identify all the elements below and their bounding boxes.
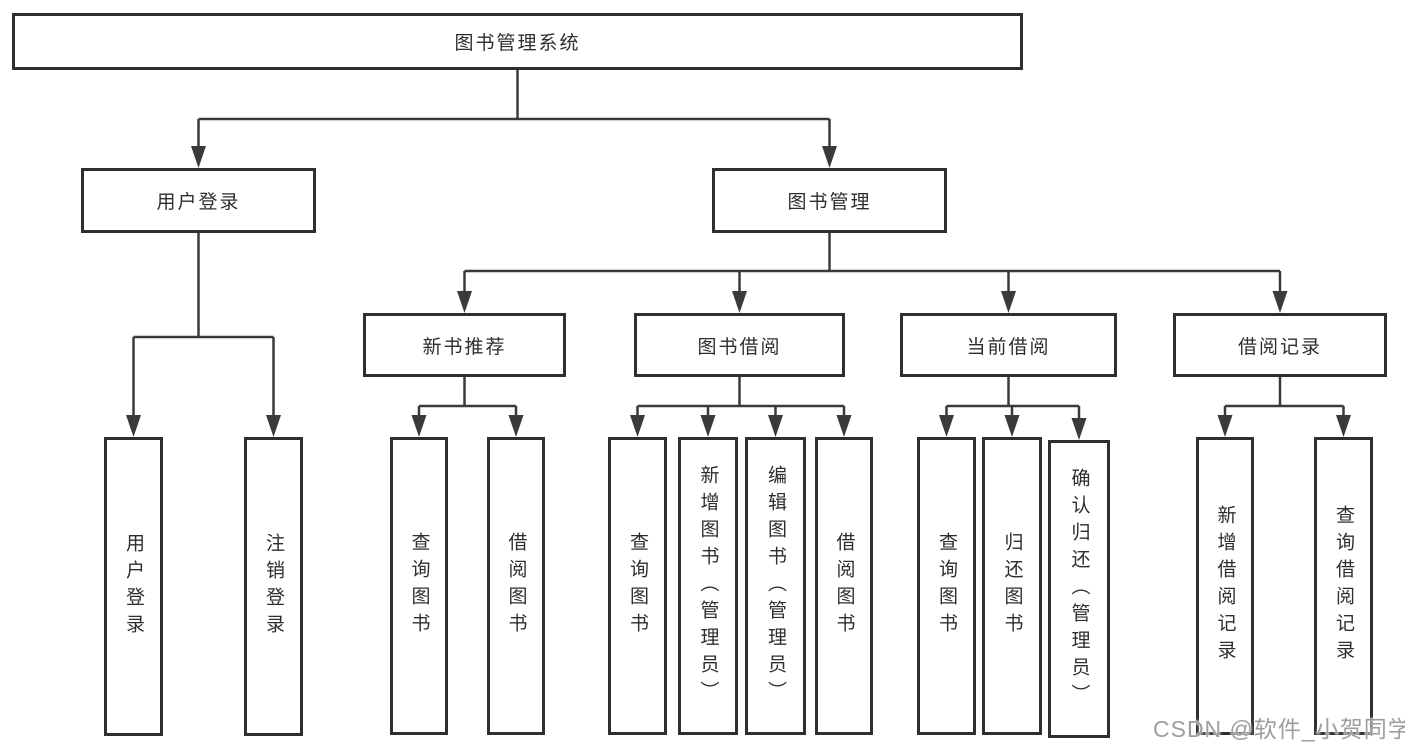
node-label: 借阅图书 bbox=[505, 532, 527, 640]
arrowheads bbox=[126, 146, 1351, 440]
node-edit-book-admin: 编辑图书（管理员） bbox=[745, 437, 806, 735]
node-label: 新增图书（管理员） bbox=[697, 464, 719, 708]
node-query-books-under-recommend: 查询图书 bbox=[390, 437, 448, 735]
node-label: 注销登录 bbox=[263, 532, 284, 641]
node-logout-leaf: 注销登录 bbox=[244, 437, 303, 736]
csdn-watermark: CSDN @软件_小贺同学 bbox=[1153, 716, 1405, 742]
node-label: 图书管理系统 bbox=[454, 33, 581, 54]
node-current-borrowing: 当前借阅 bbox=[900, 313, 1117, 377]
node-book-borrowing: 图书借阅 bbox=[634, 313, 845, 377]
node-add-borrow-record: 新增借阅记录 bbox=[1196, 437, 1254, 735]
node-label: 当前借阅 bbox=[966, 336, 1051, 358]
node-label: 新增借阅记录 bbox=[1214, 505, 1236, 667]
node-label: 编辑图书（管理员） bbox=[765, 464, 786, 708]
node-root: 图书管理系统 bbox=[12, 13, 1023, 70]
node-label: 图书管理 bbox=[787, 192, 872, 213]
node-confirm-return-admin: 确认归还（管理员） bbox=[1048, 440, 1110, 738]
node-label: 图书借阅 bbox=[697, 336, 782, 358]
node-user-login-leaf: 用户登录 bbox=[104, 437, 163, 736]
node-label: 确认归还（管理员） bbox=[1068, 467, 1090, 711]
node-label: 新书推荐 bbox=[422, 336, 507, 358]
node-borrowing-records: 借阅记录 bbox=[1173, 313, 1387, 377]
node-label: 查询借阅记录 bbox=[1333, 505, 1354, 667]
node-book-management: 图书管理 bbox=[712, 168, 947, 233]
node-user-login: 用户登录 bbox=[81, 168, 316, 233]
node-label: 查询图书 bbox=[936, 532, 957, 640]
node-return-book: 归还图书 bbox=[982, 437, 1042, 735]
node-query-borrow-record: 查询借阅记录 bbox=[1314, 437, 1373, 735]
node-label: 用户登录 bbox=[156, 192, 241, 213]
node-query-books-under-current: 查询图书 bbox=[917, 437, 976, 735]
node-borrow-books-under-recommend: 借阅图书 bbox=[487, 437, 545, 735]
node-add-book-admin: 新增图书（管理员） bbox=[678, 437, 738, 735]
node-label: 用户登录 bbox=[123, 532, 144, 641]
node-label: 归还图书 bbox=[1001, 532, 1023, 640]
node-label: 查询图书 bbox=[627, 532, 648, 640]
node-label: 借阅记录 bbox=[1237, 336, 1322, 358]
node-label: 查询图书 bbox=[408, 532, 430, 640]
node-borrow-books-under-borrowing: 借阅图书 bbox=[815, 437, 873, 735]
node-label: 借阅图书 bbox=[833, 532, 855, 640]
node-new-book-recommend: 新书推荐 bbox=[363, 313, 566, 377]
node-query-books-under-borrowing: 查询图书 bbox=[608, 437, 667, 735]
